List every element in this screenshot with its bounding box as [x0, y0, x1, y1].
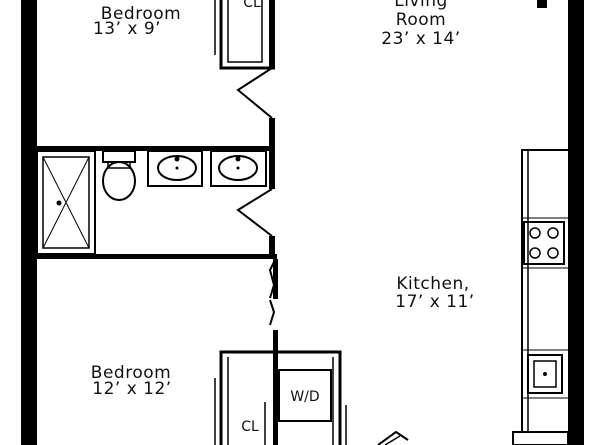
- stove-icon: [523, 221, 565, 265]
- living-room-name-line1: Living: [394, 0, 448, 11]
- closet-bottom: CL: [214, 350, 342, 445]
- washer-dryer-label: W/D: [290, 389, 319, 405]
- door-bathroom: [236, 188, 273, 237]
- kitchen-name: Kitchen,: [396, 274, 469, 294]
- closet-bottom-label: CL: [241, 419, 259, 435]
- kitchen-counter: [512, 149, 569, 445]
- sink-right-icon: [210, 150, 267, 187]
- closet-top: CL: [214, 0, 275, 70]
- bedroom-bottom-size: 12’ x 12’: [92, 379, 171, 399]
- door-bedroom-top: [236, 67, 273, 119]
- bathroom: [36, 150, 267, 255]
- toilet-icon: [102, 150, 136, 201]
- living-room-name-line2: Room: [396, 10, 446, 30]
- sink-left-icon: [147, 150, 203, 187]
- bedroom-bottom-name: Bedroom: [91, 363, 171, 383]
- bedroom-top-name: Bedroom: [101, 4, 181, 24]
- entry-door: [377, 430, 409, 445]
- interior-walls: [37, 0, 278, 445]
- kitchen-size: 17’ x 11’: [395, 292, 474, 312]
- living-room-size: 23’ x 14’: [381, 29, 460, 49]
- kitchen-sink-icon: [527, 354, 563, 394]
- door-bedroom-bottom: [268, 256, 277, 326]
- bedroom-top-size: 13’ x 9’: [93, 19, 161, 39]
- closet-top-label: CL: [243, 0, 261, 11]
- exterior-walls: [21, 0, 584, 445]
- washer-dryer: W/D: [278, 357, 347, 445]
